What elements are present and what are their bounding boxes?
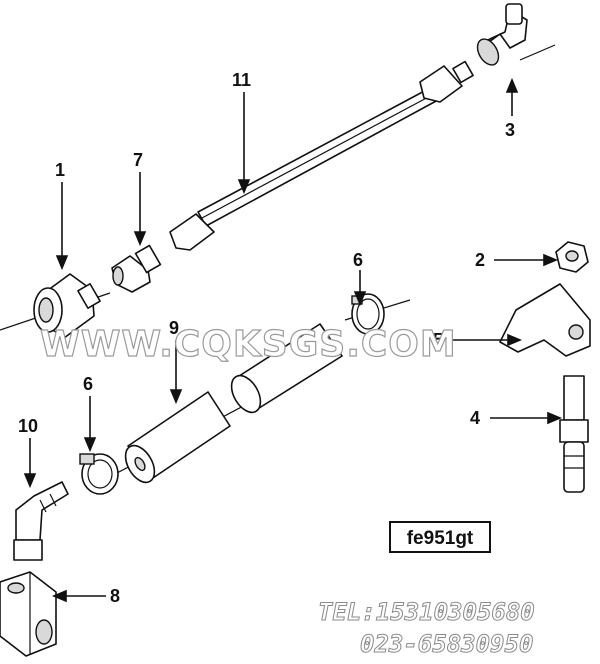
part-6-clamp-lower xyxy=(79,453,119,495)
contact-tel: TEL:15310305680 xyxy=(318,598,535,626)
figure-code-box: fe951gt xyxy=(389,521,491,553)
contact-phone: 023-65830950 xyxy=(360,630,533,658)
callout-11: 11 xyxy=(232,70,251,90)
callout-2: 2 xyxy=(475,250,485,270)
callout-8: 8 xyxy=(110,586,120,606)
part-9-hose xyxy=(124,323,343,484)
watermark-text: WWW.CQKSGS.COM xyxy=(40,324,457,365)
part-3-elbow-fitting xyxy=(476,3,528,66)
callout-6-lower: 6 xyxy=(83,374,93,394)
callout-10: 10 xyxy=(18,416,38,436)
callout-3: 3 xyxy=(505,120,515,140)
part-4-stud xyxy=(559,375,589,493)
part-7-adapter xyxy=(111,244,162,293)
figure-code: fe951gt xyxy=(407,528,474,549)
callout-labels: 1 7 11 3 2 6 5 9 6 4 10 8 xyxy=(18,70,515,606)
callout-1: 1 xyxy=(55,160,65,180)
part-5-bracket xyxy=(499,283,591,357)
callout-5: 5 xyxy=(433,330,443,350)
leader-arrows xyxy=(23,77,563,603)
part-8-tee-block xyxy=(0,571,57,657)
callout-9: 9 xyxy=(169,318,179,338)
callout-4: 4 xyxy=(470,408,480,428)
part-1-connector xyxy=(33,273,101,339)
part-10-barbed-elbow xyxy=(13,481,69,561)
callout-6-upper: 6 xyxy=(353,250,363,270)
part-2-nut xyxy=(555,241,589,273)
callout-7: 7 xyxy=(133,150,143,170)
part-11-tube-assembly xyxy=(169,60,474,251)
